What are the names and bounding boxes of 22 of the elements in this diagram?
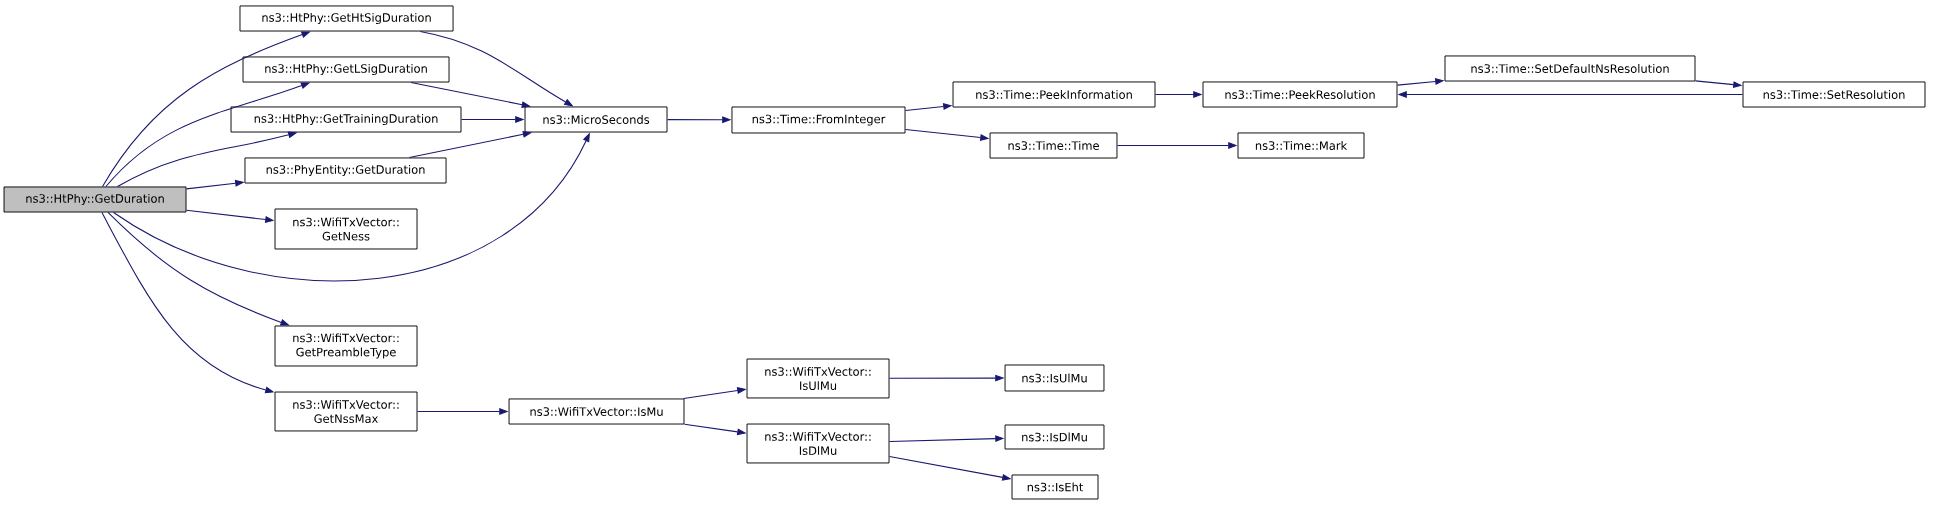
function-box: ns3::WifiTxVector:: IsDlMu: [746, 423, 890, 464]
function-box: ns3::WifiTxVector::IsMu: [508, 398, 685, 425]
function-box: ns3::HtPhy::GetDuration: [3, 186, 187, 213]
function-box: ns3::IsUlMu: [1004, 364, 1105, 392]
function-box: ns3::HtPhy::GetHtSigDuration: [239, 5, 454, 32]
function-box: ns3::WifiTxVector:: GetNssMax: [274, 391, 418, 432]
function-box: ns3::HtPhy::GetTrainingDuration: [230, 106, 462, 133]
function-box: ns3::WifiTxVector:: GetPreambleType: [274, 325, 418, 367]
function-box: ns3::MicroSeconds: [524, 106, 668, 133]
function-box: ns3::Time::Mark: [1237, 132, 1365, 159]
function-box: ns3::Time::Time: [989, 132, 1118, 159]
function-box: ns3::IsDlMu: [1004, 424, 1105, 450]
function-box: ns3::PhyEntity::GetDuration: [244, 157, 447, 184]
function-box: ns3::Time::SetResolution: [1742, 81, 1926, 108]
function-box: ns3::Time::PeekInformation: [952, 81, 1156, 108]
function-box: ns3::WifiTxVector:: GetNess: [274, 208, 418, 250]
function-box: ns3::Time::FromInteger: [731, 106, 906, 134]
function-box: ns3::HtPhy::GetLSigDuration: [242, 56, 450, 83]
function-box: ns3::Time::SetDefaultNsResolution: [1444, 55, 1696, 82]
function-box: ns3::IsEht: [1011, 474, 1099, 500]
function-box: ns3::WifiTxVector:: IsUlMu: [746, 358, 890, 399]
function-box: ns3::Time::PeekResolution: [1202, 81, 1398, 108]
